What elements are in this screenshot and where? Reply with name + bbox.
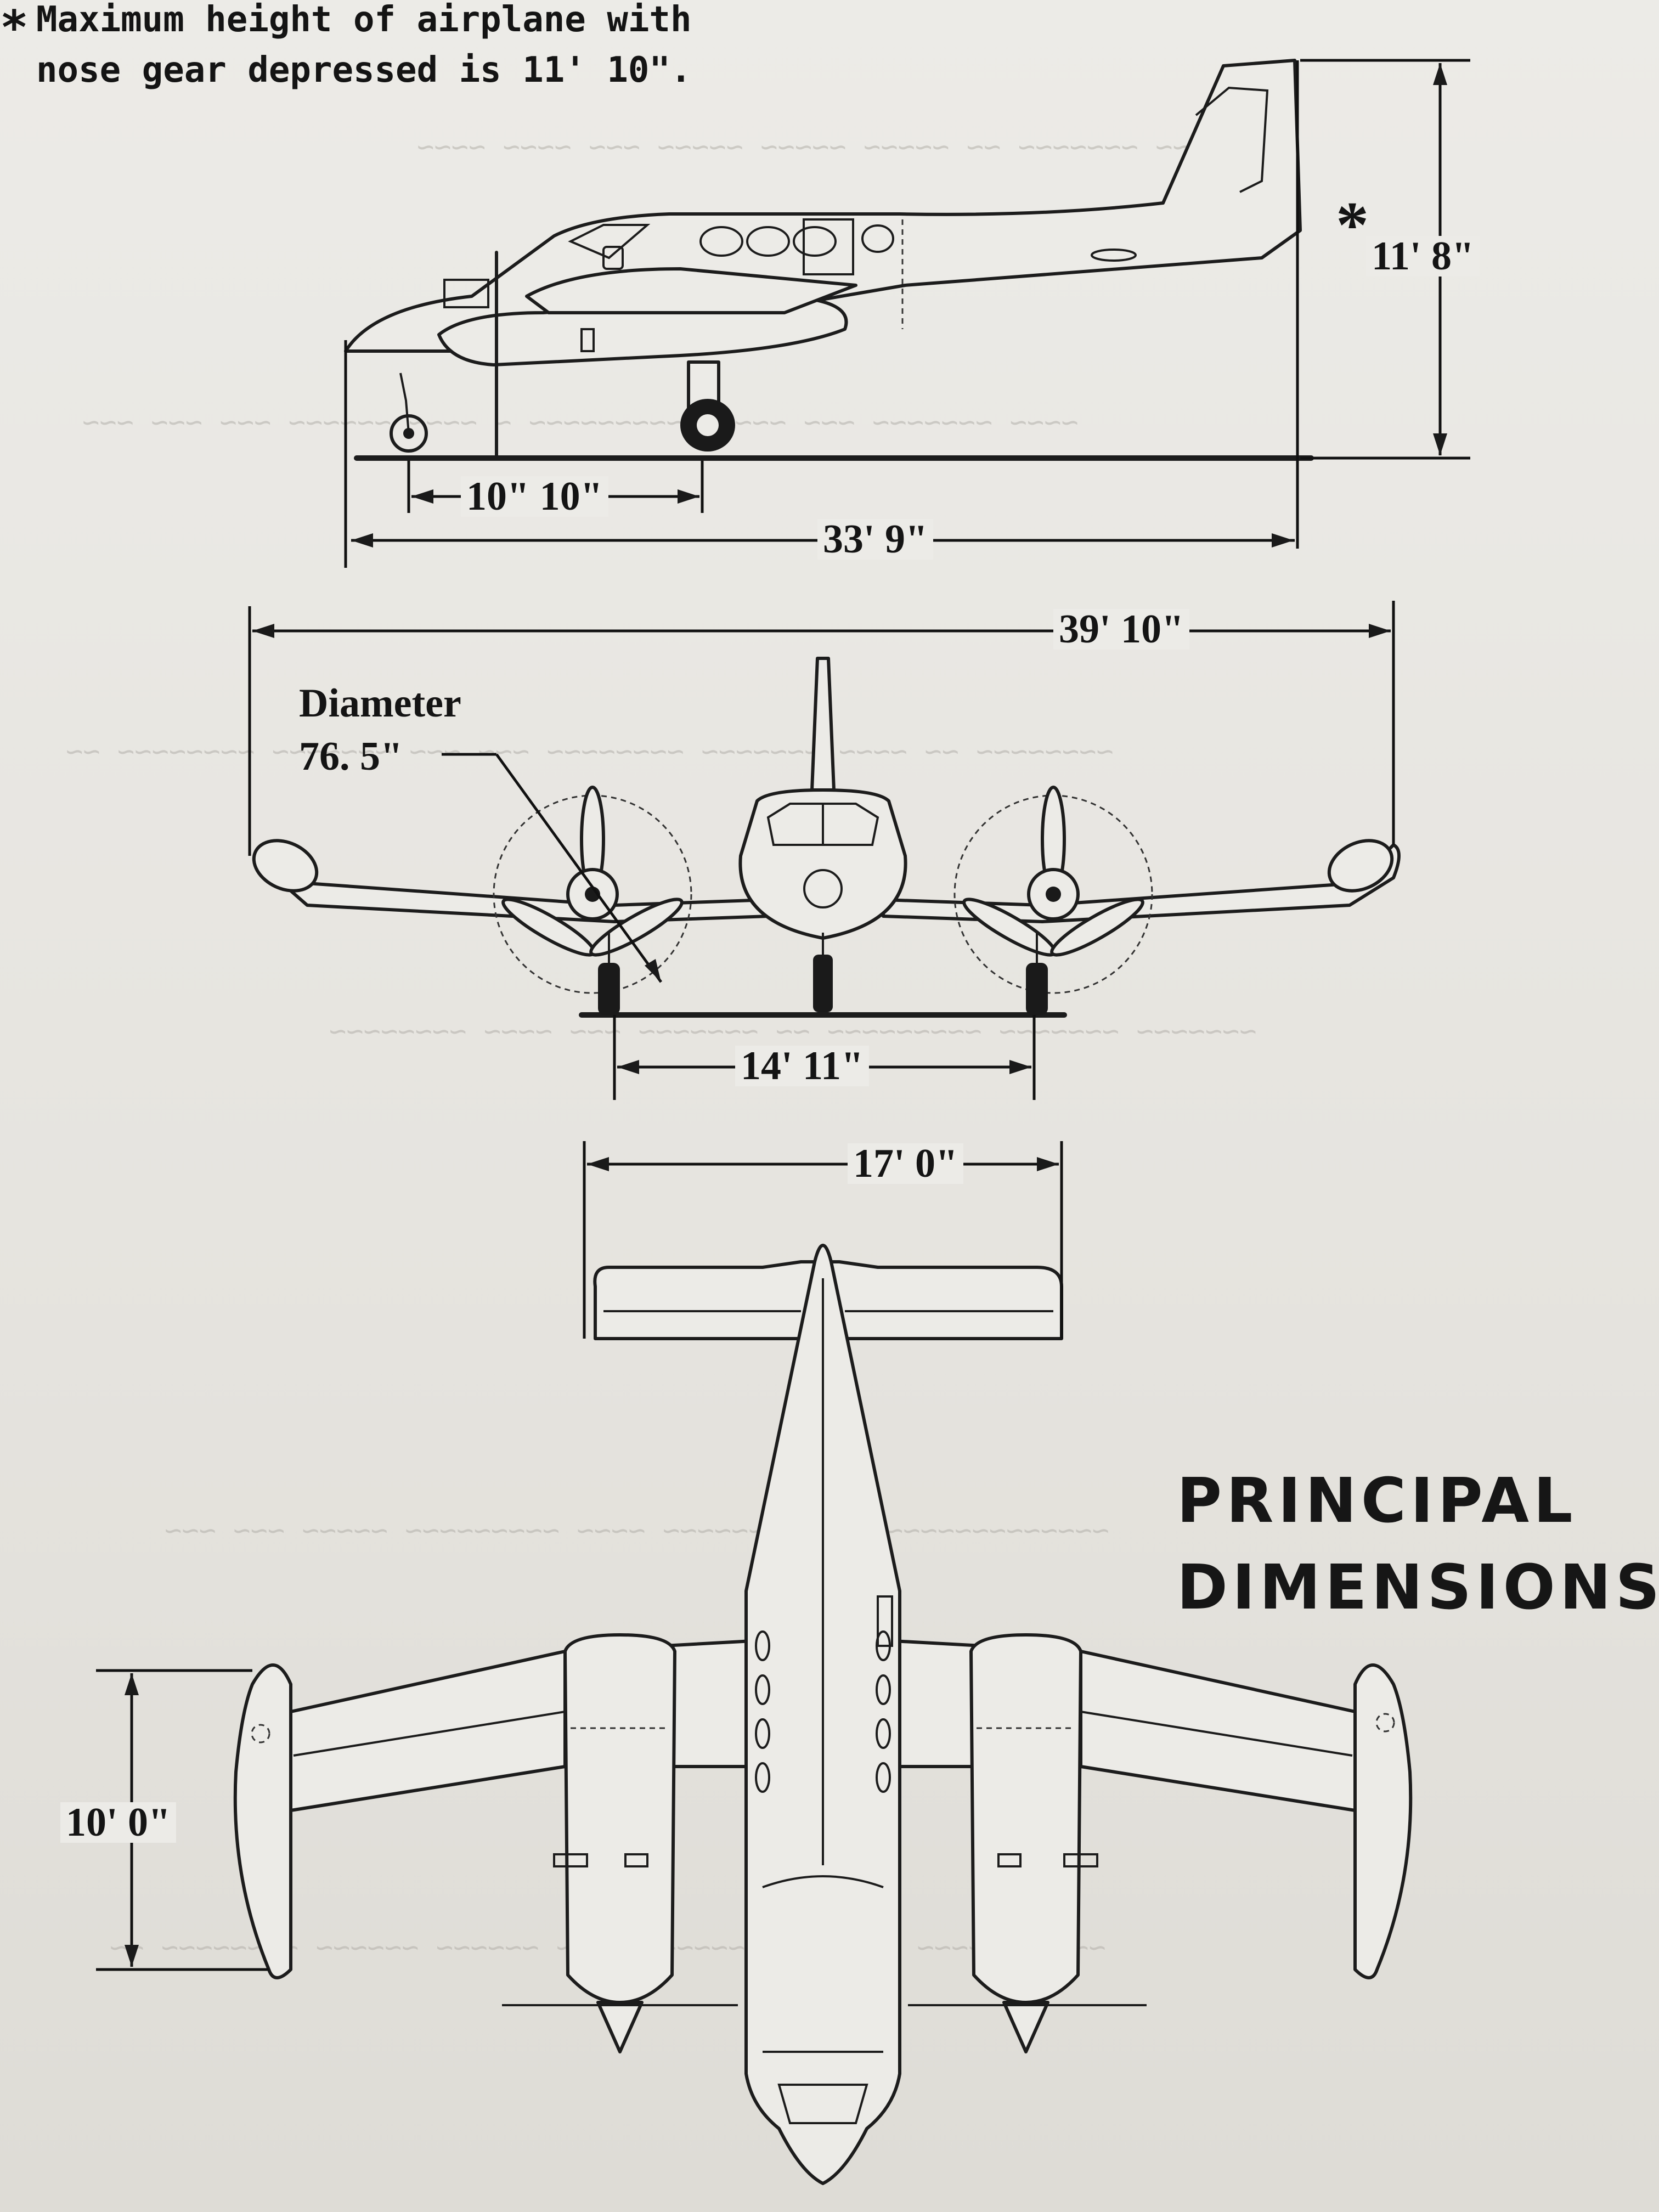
height-dimension-label: 11' 8" [1366, 236, 1480, 276]
wingspan-dimension-label: 39' 10" [1053, 609, 1190, 650]
note-asterisk: * [0, 1, 29, 55]
note-line-2: nose gear depressed is 11' 10". [36, 50, 692, 91]
height-asterisk: * [1336, 188, 1369, 261]
section-title-line-1: PRINCIPAL [1177, 1465, 1577, 1537]
top-view [233, 1244, 1413, 2185]
left-propeller [501, 786, 684, 957]
stabilizer-span-label: 17' 0" [848, 1143, 964, 1184]
prop-diameter-label: Diameter [299, 681, 461, 726]
nacelle-spacing-label: 10' 0" [60, 1802, 177, 1843]
side-view [344, 59, 1314, 461]
note-line-1: Maximum height of airplane with [36, 0, 692, 40]
prop-diameter-value: 76. 5" [299, 734, 403, 779]
main-gear-tread-label: 14' 11" [735, 1046, 870, 1086]
front-view [252, 657, 1401, 1018]
wheelbase-dimension-label: 10" 10" [461, 476, 608, 517]
top-view-windows [755, 1595, 893, 1793]
right-propeller [962, 786, 1144, 957]
length-dimension-label: 33' 9" [817, 519, 934, 560]
section-title-line-2: DIMENSIONS [1177, 1552, 1659, 1623]
